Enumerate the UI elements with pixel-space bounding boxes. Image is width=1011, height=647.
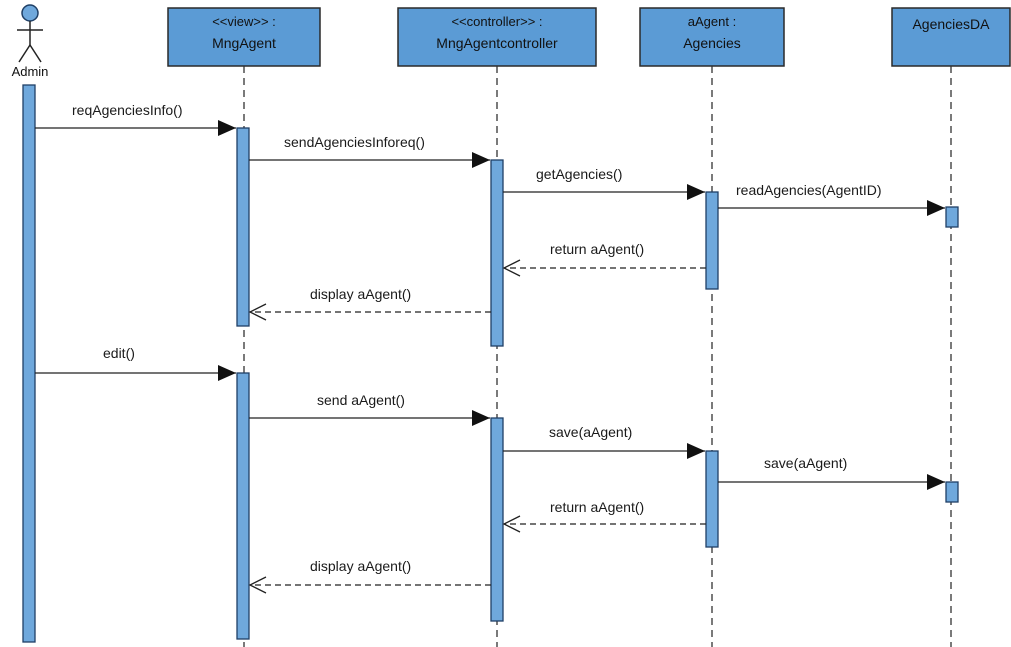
participant-box — [167, 7, 321, 67]
activation-agenciesda-1 — [945, 206, 959, 228]
message-label: reqAgenciesInfo() — [72, 102, 183, 118]
participant-mngagent: <<view>> : MngAgent — [167, 7, 321, 67]
actor-admin: Admin — [12, 4, 49, 79]
message-label: readAgencies(AgentID) — [736, 182, 882, 198]
arrowhead-filled — [687, 184, 705, 200]
arrowhead-filled — [472, 152, 490, 168]
participant-box — [639, 7, 785, 67]
participant-agencies: aAgent : Agencies — [639, 7, 785, 67]
participant-mngagentcontroller: <<controller>> : MngAgentcontroller — [397, 7, 597, 67]
activation-agenciesda-2 — [945, 481, 959, 503]
message-send-aagent: send aAgent() — [249, 392, 490, 426]
message-label: save(aAgent) — [764, 455, 847, 471]
message-read-agencies: readAgencies(AgentID) — [718, 182, 945, 216]
arrowhead-filled — [218, 120, 236, 136]
arrowhead-open — [502, 259, 521, 277]
participant-box — [397, 7, 597, 67]
message-label: return aAgent() — [550, 241, 644, 257]
participant-stereotype: <<view>> : — [212, 14, 276, 29]
message-label: return aAgent() — [550, 499, 644, 515]
message-edit: edit() — [35, 345, 236, 381]
participant-name: MngAgentcontroller — [436, 35, 558, 51]
arrowhead-open — [248, 576, 267, 594]
message-return-aagent-1: return aAgent() — [502, 241, 706, 277]
actor-leg-right — [29, 44, 42, 63]
participant-stereotype: <<controller>> : — [451, 14, 542, 29]
arrowhead-filled — [218, 365, 236, 381]
message-label: display aAgent() — [310, 286, 411, 302]
message-send-agencies-inforeq: sendAgenciesInforeq() — [249, 134, 490, 168]
message-label: sendAgenciesInforeq() — [284, 134, 425, 150]
participant-name: MngAgent — [212, 35, 276, 51]
arrowhead-filled — [472, 410, 490, 426]
arrowhead-filled — [687, 443, 705, 459]
actor-label: Admin — [12, 64, 49, 79]
arrowhead-filled — [927, 474, 945, 490]
participant-box — [891, 7, 1011, 67]
activations — [22, 84, 959, 643]
message-display-aagent-2: display aAgent() — [248, 558, 491, 594]
participant-stereotype: aAgent : — [688, 14, 736, 29]
message-label: save(aAgent) — [549, 424, 632, 440]
message-label: send aAgent() — [317, 392, 405, 408]
message-req-agencies-info: reqAgenciesInfo() — [35, 102, 236, 136]
activation-admin — [22, 84, 36, 643]
message-return-aagent-2: return aAgent() — [502, 499, 706, 533]
message-save-aagent-1: save(aAgent) — [503, 424, 705, 459]
messages: reqAgenciesInfo() sendAgenciesInforeq() … — [35, 102, 945, 594]
activation-mngagent-1 — [236, 127, 250, 327]
actor-leg-left — [18, 44, 31, 63]
activation-controller-1 — [490, 159, 504, 347]
activation-agencies-2 — [705, 450, 719, 548]
arrowhead-open — [248, 303, 267, 321]
message-save-aagent-2: save(aAgent) — [718, 455, 945, 490]
message-get-agencies: getAgencies() — [503, 166, 705, 200]
message-label: getAgencies() — [536, 166, 622, 182]
participant-name: AgenciesDA — [912, 16, 990, 32]
activation-agencies-1 — [705, 191, 719, 290]
activation-mngagent-2 — [236, 372, 250, 640]
participant-name: Agencies — [683, 35, 741, 51]
activation-controller-2 — [490, 417, 504, 622]
message-label: display aAgent() — [310, 558, 411, 574]
participant-agenciesda: AgenciesDA — [891, 7, 1011, 67]
message-display-aagent-1: display aAgent() — [248, 286, 491, 321]
arrowhead-open — [502, 515, 521, 533]
arrowhead-filled — [927, 200, 945, 216]
message-label: edit() — [103, 345, 135, 361]
actor-head — [21, 4, 39, 22]
